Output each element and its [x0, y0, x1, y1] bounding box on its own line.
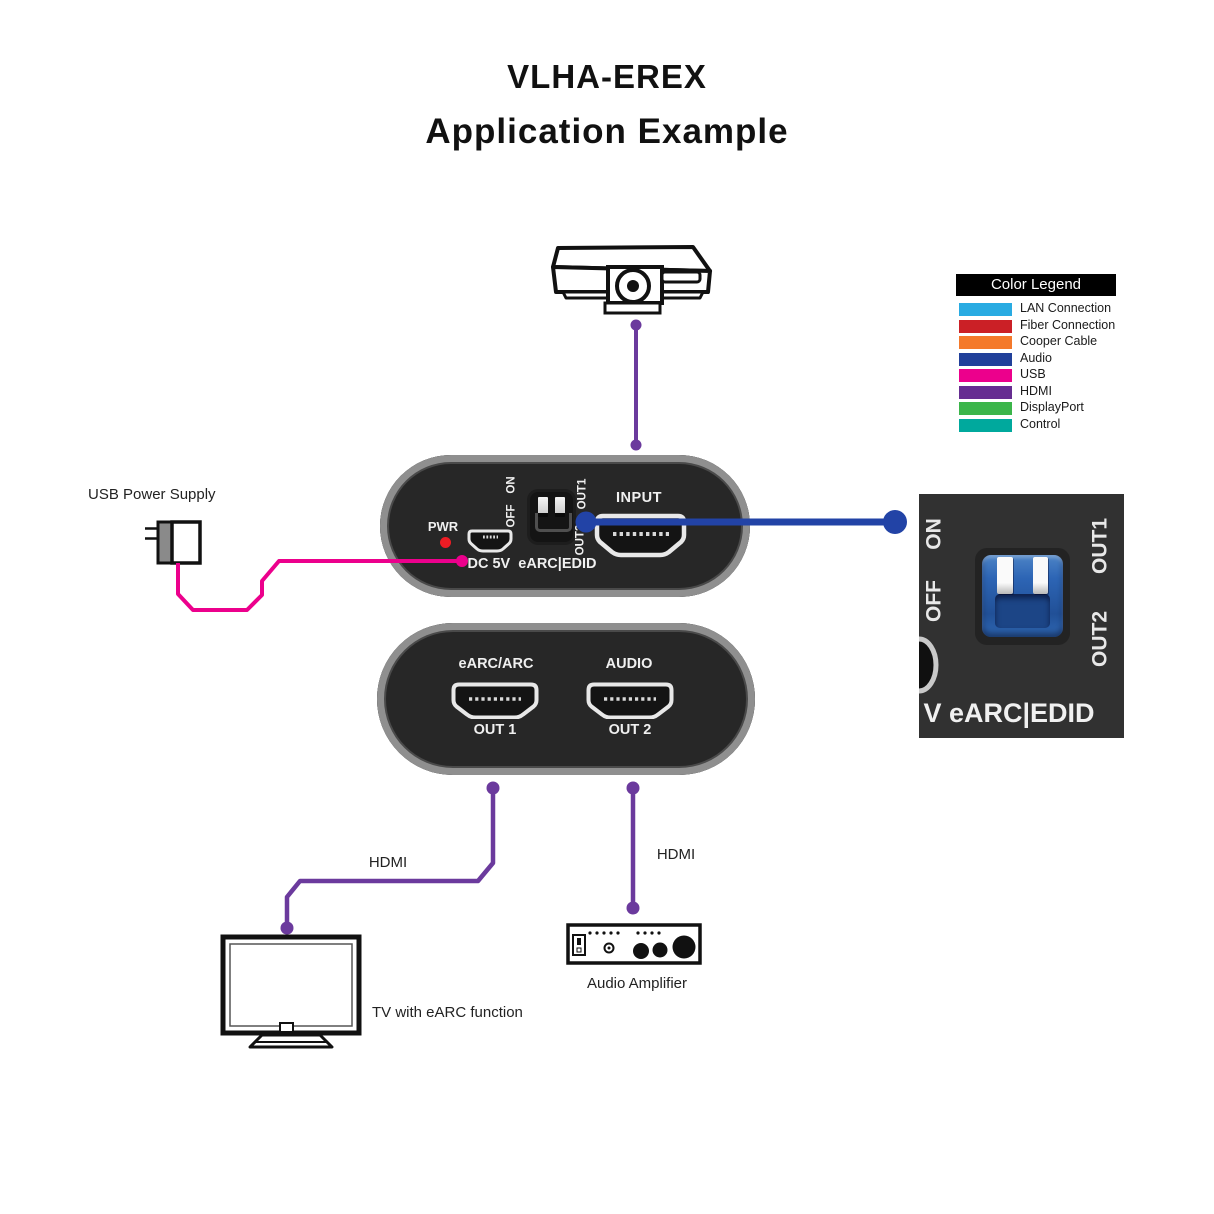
legend-label-displayport: DisplayPort: [1020, 400, 1084, 414]
zoom-dip-switch-icon: [982, 555, 1063, 637]
legend-label-fiber: Fiber Connection: [1020, 318, 1116, 332]
zoom-out2-label: OUT2: [1088, 610, 1112, 668]
page-title: VLHA-EREX: [507, 58, 707, 95]
legend-label-lan: LAN Connection: [1020, 301, 1112, 315]
zoom-earc-edid-label: V eARC|EDID: [923, 698, 1095, 729]
zoom-out1-label: OUT1: [1088, 517, 1112, 575]
zoom-off-label: OFF: [922, 580, 946, 622]
hdmi-port-icon-out1: [451, 682, 539, 719]
amplifier-label: Audio Amplifier: [586, 975, 688, 992]
legend-swatch-audio: [959, 353, 1012, 366]
hdmi-cable-label-tv: HDMI: [368, 854, 408, 871]
zoom-dip-recess: [995, 594, 1050, 628]
legend-swatch-displayport: [959, 402, 1012, 415]
legend-label-hdmi: HDMI: [1020, 384, 1052, 398]
legend-label-cooper: Cooper Cable: [1020, 334, 1098, 348]
micro-usb-port-icon: [467, 529, 513, 553]
legend-swatch-cooper: [959, 336, 1012, 349]
audio-label: AUDIO: [605, 656, 653, 673]
usb-power-supply-label: USB Power Supply: [88, 486, 216, 503]
hdmi-port-icon-input: [594, 513, 687, 558]
extractor-output-view: eARC/ARC AUDIO OUT 1 OUT 2: [377, 623, 755, 775]
dip-on-label: ON: [505, 476, 518, 494]
power-led-icon: [440, 537, 451, 548]
legend-title: Color Legend: [956, 274, 1116, 296]
legend-swatch-usb: [959, 369, 1012, 382]
usb-power-adapter-icon: [145, 520, 202, 565]
page-subtitle: Application Example: [425, 112, 789, 151]
pwr-label: PWR: [427, 518, 459, 534]
dip-out2-label: OUT2: [574, 524, 587, 556]
tv-label: TV with eARC function: [372, 1004, 523, 1021]
legend-swatch-fiber: [959, 320, 1012, 333]
legend-swatch-lan: [959, 303, 1012, 316]
zoom-dip-toggle-1: [997, 557, 1013, 594]
input-label: INPUT: [616, 490, 662, 507]
out2-label: OUT 2: [608, 722, 652, 739]
zoom-micro-usb-partial-icon: [919, 636, 939, 694]
tv-icon: [220, 934, 362, 1049]
dip-out1-label: OUT1: [576, 478, 589, 510]
zoom-dip-toggle-2: [1033, 557, 1048, 594]
dip-switch-icon: [530, 492, 573, 542]
extractor-top-view: PWR ON OFF OUT1 OUT2 INPUT DC 5V eARC|ED…: [380, 455, 750, 597]
projector-icon: [551, 245, 712, 315]
out1-label: OUT 1: [473, 722, 517, 739]
hdmi-port-icon-out2: [586, 682, 674, 719]
earc-arc-label: eARC/ARC: [458, 656, 534, 673]
legend-swatch-control: [959, 419, 1012, 432]
hdmi-cable-amp-line: [626, 781, 640, 915]
dip-frame: [535, 513, 572, 532]
dip-off-label: OFF: [505, 504, 518, 528]
hdmi-cable-label-amp: HDMI: [656, 846, 696, 863]
color-legend: Color Legend LAN Connection Fiber Connec…: [956, 274, 1124, 439]
zoom-on-label: ON: [922, 518, 946, 550]
dip-switch-zoom-panel: ON OFF OUT1 OUT2 V eARC|EDID: [919, 494, 1124, 738]
dc5v-earc-edid-label: DC 5V eARC|EDID: [467, 556, 597, 573]
legend-swatch-hdmi: [959, 386, 1012, 399]
hdmi-cable-projector-line: [630, 319, 642, 451]
dip-toggle-1: [538, 497, 548, 517]
legend-label-control: Control: [1020, 417, 1061, 431]
legend-label-usb: USB: [1020, 367, 1046, 381]
legend-label-audio: Audio: [1020, 351, 1052, 365]
audio-amplifier-icon: [566, 923, 702, 965]
dip-toggle-2: [555, 497, 565, 517]
